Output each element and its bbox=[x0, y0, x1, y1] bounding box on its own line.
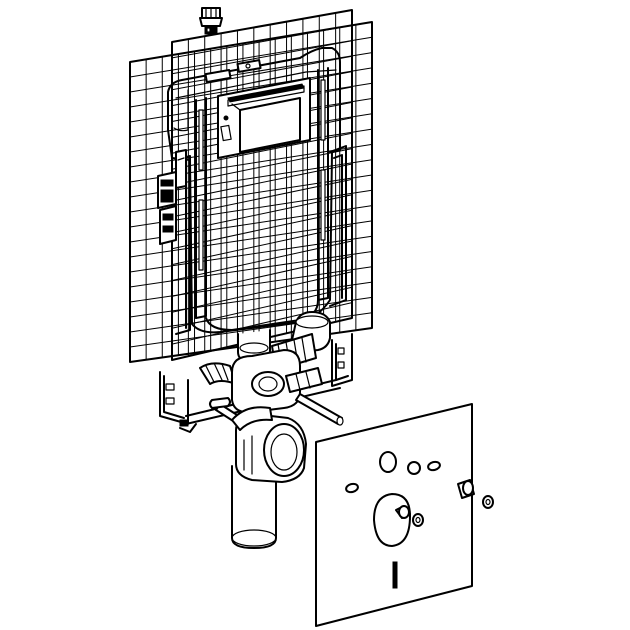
fill-valve-connector bbox=[199, 7, 223, 35]
mesh-line bbox=[171, 148, 353, 186]
mesh-line bbox=[171, 40, 353, 75]
flush-bend-and-pipes bbox=[199, 311, 331, 414]
mesh-line bbox=[171, 271, 353, 313]
cistern-frame bbox=[167, 47, 347, 335]
flush-plate-opening bbox=[217, 77, 311, 159]
sound-insulation-gasket bbox=[315, 403, 473, 627]
mesh-line bbox=[129, 281, 373, 318]
mesh-line bbox=[171, 240, 353, 281]
fixing-bolt bbox=[395, 479, 475, 519]
mesh-line bbox=[129, 251, 373, 288]
mesh-line bbox=[129, 312, 373, 348]
washer bbox=[412, 495, 494, 527]
mesh-line bbox=[129, 67, 373, 108]
drain-elbow bbox=[231, 406, 307, 549]
mesh-line bbox=[171, 255, 353, 297]
mesh-line bbox=[129, 266, 373, 303]
mesh-line bbox=[129, 36, 373, 78]
mesh-line bbox=[129, 296, 373, 333]
mesh-line bbox=[171, 55, 353, 91]
